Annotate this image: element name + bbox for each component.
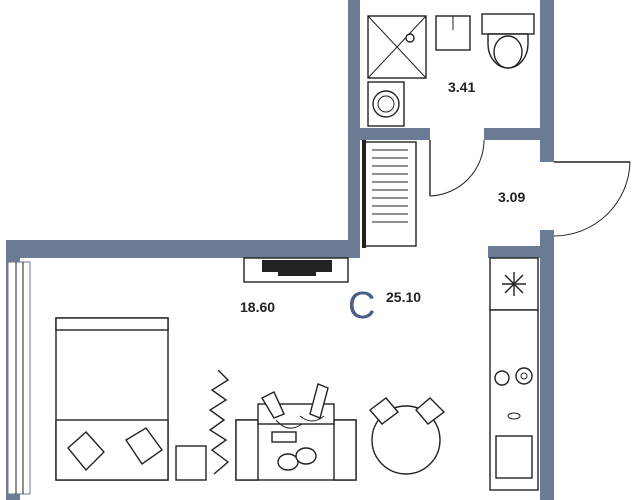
partition [208,369,230,475]
snowflake-icon [502,272,526,296]
wall-bathroom-bottom-left [348,128,430,140]
wall-kitchen-right [540,246,554,500]
sofa-icon [235,403,357,481]
nightstand-icon [175,445,207,481]
studio-symbol: C [348,285,375,327]
wall-hallway-left [348,128,360,258]
window-icon [7,261,31,495]
hallway-area-label: 3.09 [498,189,525,205]
stove-icon [494,367,533,386]
entrance-door [553,161,631,237]
wall-bathroom-right [540,0,554,162]
shower-icon [367,15,427,79]
table-icon [371,405,441,475]
chair-icon [368,397,446,425]
kitchen-sink-icon [495,412,533,479]
people-icon [261,383,329,471]
wall-living-top [6,240,360,258]
wall-bathroom-bottom-right [484,128,554,140]
toilet-icon [481,13,535,69]
radiator-icon [362,140,417,248]
pillow-icon [67,427,163,472]
bathroom-area-label: 3.41 [448,79,475,95]
wall-bathroom-left [348,0,360,140]
living-area-label: 18.60 [240,299,275,315]
total-area-label: 25.10 [386,289,421,305]
washing-machine-icon [367,81,405,127]
bathroom-door [429,139,485,197]
wall-hallway-right-return [488,246,554,258]
tv-icon [243,257,349,283]
sink-icon [435,15,471,51]
